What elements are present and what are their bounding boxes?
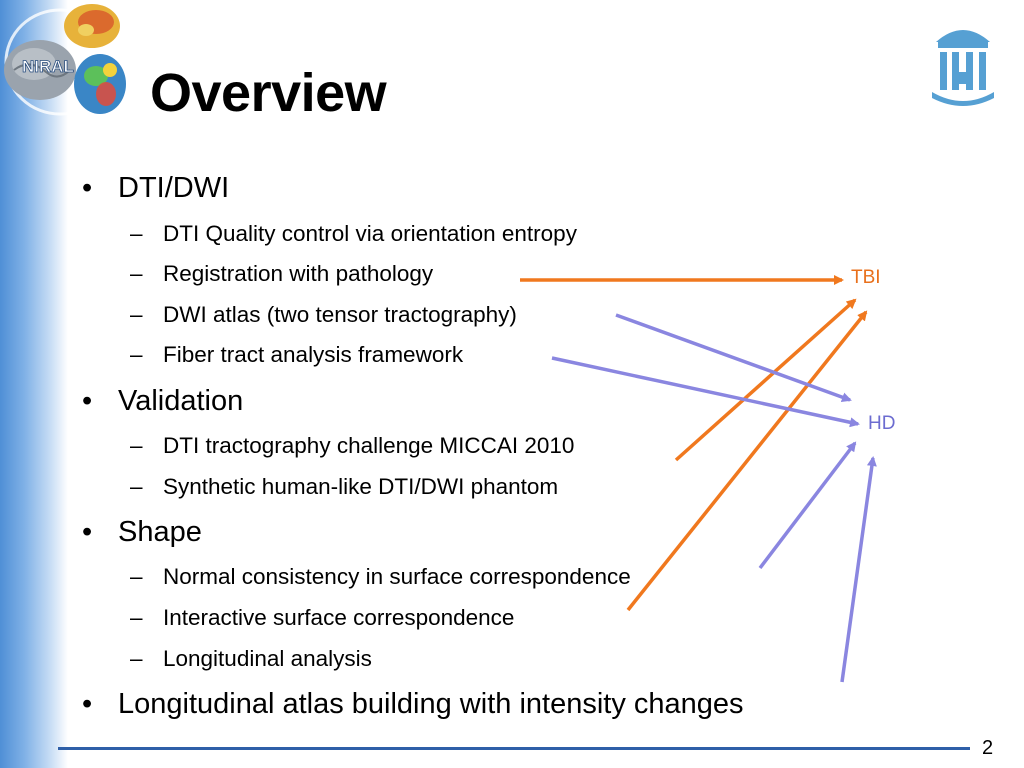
hd-arrow-normal-consistency: [758, 441, 857, 570]
subitem-label: DTI tractography challenge MICCAI 2010: [163, 433, 575, 458]
sub-dash: –: [130, 646, 143, 671]
hd-arrow-fiber-tract: [551, 356, 860, 428]
unc-old-well-logo: [932, 30, 994, 106]
bullet-label: DTI/DWI: [118, 172, 230, 204]
bullet-label: Validation: [118, 385, 244, 417]
subitem-label: Longitudinal analysis: [163, 646, 372, 671]
hd-label: HD: [868, 413, 896, 434]
sub-dash: –: [130, 474, 143, 499]
bullet-symbol: •: [82, 688, 93, 720]
bullet-symbol: •: [82, 385, 93, 417]
subitem-label: Fiber tract analysis framework: [163, 342, 464, 367]
tbi-arrow-interactive: [626, 310, 868, 612]
hd-arrow-longitudinal-atlas: [840, 456, 877, 683]
bullet-label: Longitudinal atlas building with intensi…: [118, 688, 744, 720]
sub-dash: –: [130, 605, 143, 630]
bullet-symbol: •: [82, 516, 93, 548]
sub-dash: –: [130, 342, 143, 367]
sub-dash: –: [130, 221, 143, 246]
subitem-label: Synthetic human-like DTI/DWI phantom: [163, 474, 559, 499]
subitem-label: Normal consistency in surface correspond…: [163, 564, 631, 589]
sub-dash: –: [130, 433, 143, 458]
bullet-symbol: •: [82, 172, 93, 204]
subitem-label: DTI Quality control via orientation entr…: [163, 221, 577, 246]
subitem-label: Interactive surface correspondence: [163, 605, 515, 630]
sub-dash: –: [130, 261, 143, 286]
hd-arrow-dwi-atlas: [615, 313, 852, 402]
bullet-label: Shape: [118, 516, 202, 548]
niral-brain-logo: NIRAL: [4, 4, 126, 116]
sub-dash: –: [130, 564, 143, 589]
page-number: 2: [982, 737, 994, 759]
slide-title: Overview: [150, 63, 387, 123]
left-gradient-bar: [0, 0, 68, 768]
niral-logo-text: NIRAL: [22, 57, 74, 76]
footer-divider: [58, 747, 970, 750]
subitem-label: DWI atlas (two tensor tractography): [163, 302, 517, 327]
sub-dash: –: [130, 302, 143, 327]
subitem-label: Registration with pathology: [163, 261, 434, 286]
tbi-label: TBI: [851, 267, 881, 288]
tbi-arrow-miccai: [674, 298, 857, 462]
